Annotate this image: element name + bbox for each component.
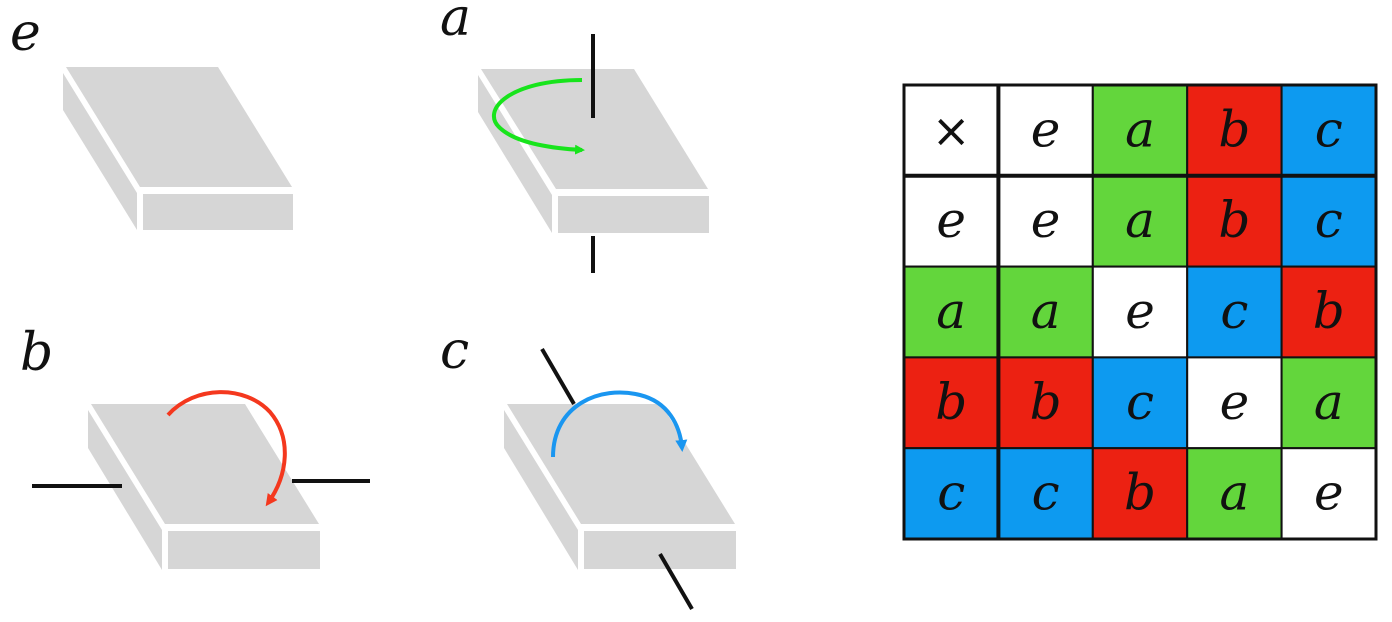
table-cell xyxy=(997,447,1094,541)
table-cell-symbol: c xyxy=(1315,191,1343,249)
table-cell-symbol: b xyxy=(1124,464,1156,522)
table-cell xyxy=(1186,265,1283,359)
table-corner-symbol: × xyxy=(932,103,971,157)
box-c xyxy=(504,404,736,570)
table-cell-symbol: e xyxy=(1031,191,1061,249)
label-e: e xyxy=(10,3,41,63)
table-cell xyxy=(997,174,1094,268)
arrow-b xyxy=(166,390,287,507)
label-a: a xyxy=(440,0,471,48)
panel-e: e xyxy=(10,3,293,230)
table-cell-symbol: c xyxy=(1315,100,1343,158)
table-cell-symbol: e xyxy=(1031,100,1061,158)
table-cell-symbol: a xyxy=(1031,282,1061,340)
table-cell-symbol: a xyxy=(936,282,966,340)
axis-c-top xyxy=(540,347,576,406)
table-cell-symbol: a xyxy=(1219,464,1249,522)
table-cell-symbol: c xyxy=(1126,373,1154,431)
table-cell xyxy=(903,356,1000,450)
table-cell xyxy=(1186,447,1283,541)
table-cell xyxy=(1280,265,1377,359)
axis-c-bottom xyxy=(658,552,694,611)
table-cell-symbol: a xyxy=(1125,191,1155,249)
panel-a: a xyxy=(440,0,709,273)
table-cell-symbol: b xyxy=(1218,100,1250,158)
table-cell-symbol: b xyxy=(1030,373,1062,431)
table-cell-symbol: a xyxy=(1314,373,1344,431)
table-cell xyxy=(1280,84,1377,177)
arrow-a xyxy=(492,78,585,155)
table-cell-symbol: c xyxy=(1220,282,1248,340)
table-cell-symbol: e xyxy=(1220,373,1250,431)
box-a xyxy=(478,69,709,233)
table-cell xyxy=(1091,265,1189,359)
table-cell xyxy=(1091,84,1189,177)
table-cell-symbol: c xyxy=(1032,464,1060,522)
table-cell-symbol: b xyxy=(1218,191,1250,249)
table-cell-symbol: e xyxy=(936,191,966,249)
table-cell xyxy=(1091,356,1189,450)
box-e xyxy=(63,67,293,230)
label-b: b xyxy=(20,323,53,383)
table-cell xyxy=(997,356,1094,450)
table-cell-symbol: c xyxy=(937,464,965,522)
table-cell-symbol: b xyxy=(1313,282,1345,340)
table-cell-symbol: e xyxy=(1314,464,1344,522)
panel-c: c xyxy=(440,321,736,611)
table-cell-symbol: a xyxy=(1125,100,1155,158)
label-c: c xyxy=(440,321,469,381)
panel-b: b xyxy=(20,323,370,570)
table-cell xyxy=(1091,447,1189,541)
box-b xyxy=(88,404,320,570)
table-border xyxy=(902,83,1378,541)
arrow-c xyxy=(551,390,688,458)
table-cell-symbol: b xyxy=(935,373,967,431)
table-cell-symbol: e xyxy=(1125,282,1155,340)
